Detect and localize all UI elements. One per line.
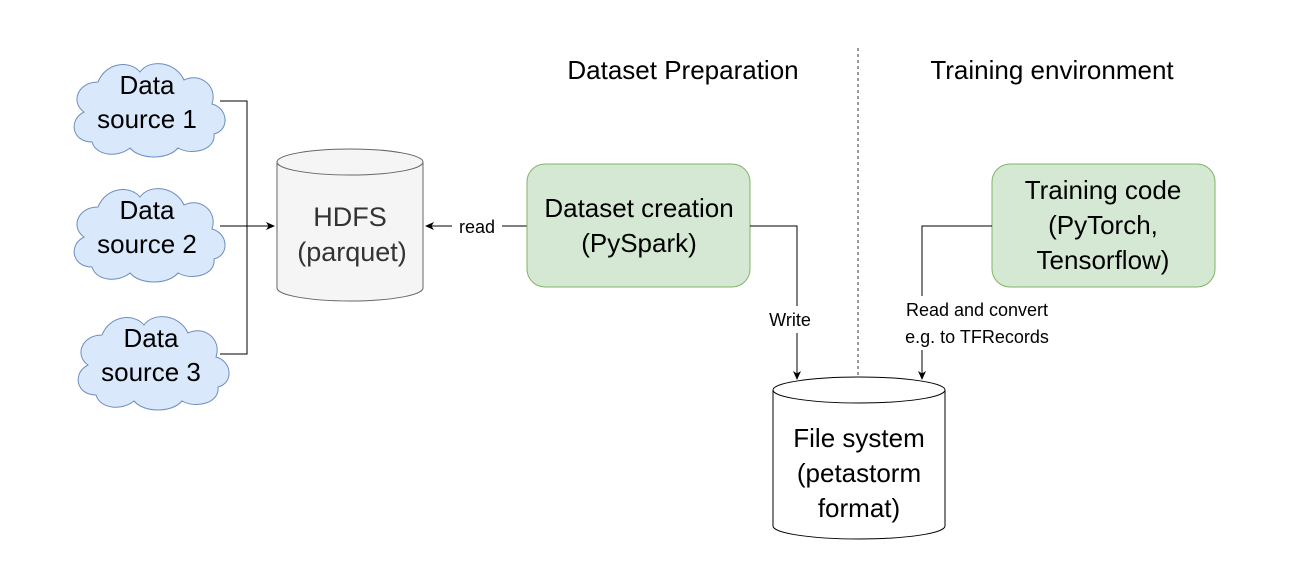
data-source-3[interactable]: Data source 3 — [77, 316, 230, 411]
file-system-line3: format) — [818, 493, 900, 523]
dataset-creation-box[interactable]: Dataset creation (PySpark) — [526, 163, 751, 288]
training-code-line3: Tensorflow) — [1037, 245, 1170, 275]
data-source-2[interactable]: Data source 2 — [73, 188, 226, 283]
cylinder-body — [276, 162, 424, 302]
cylinder-top — [276, 148, 424, 176]
section-title-preparation: Dataset Preparation — [567, 55, 798, 85]
data-source-3-line2: source 3 — [101, 357, 201, 387]
data-source-1-line2: source 1 — [97, 104, 197, 134]
training-code-line2: (PyTorch, — [1048, 210, 1158, 240]
cloud-icon — [73, 63, 226, 158]
cylinder-top — [772, 376, 946, 404]
dataset-creation-line2: (PySpark) — [581, 228, 697, 258]
section-title-training: Training environment — [930, 55, 1174, 85]
file-system-cylinder[interactable]: File system (petastorm format) — [772, 376, 946, 540]
hdfs-line2: (parquet) — [297, 237, 407, 267]
hdfs-cylinder[interactable]: HDFS (parquet) — [276, 148, 424, 302]
read-convert-edge: Read and convert e.g. to TFRecords — [905, 225, 1049, 380]
read-label: read — [459, 217, 495, 237]
read-convert-label-2: e.g. to TFRecords — [905, 327, 1049, 347]
write-edge: Write — [750, 225, 811, 380]
training-code-line1: Training code — [1025, 175, 1182, 205]
dataset-creation-line1: Dataset creation — [544, 193, 733, 223]
read-convert-label-1: Read and convert — [906, 300, 1048, 320]
data-source-1-line1: Data — [120, 70, 175, 100]
read-edge: read — [425, 217, 527, 237]
file-system-line1: File system — [793, 423, 924, 453]
data-source-3-line1: Data — [124, 323, 179, 353]
data-source-1[interactable]: Data source 1 — [73, 63, 226, 158]
data-source-2-line1: Data — [120, 195, 175, 225]
sources-to-hdfs-connector — [220, 100, 275, 355]
hdfs-line1: HDFS — [313, 202, 387, 232]
cylinder-body — [772, 390, 946, 540]
box-shape — [526, 163, 751, 288]
cloud-icon — [77, 316, 230, 411]
write-label: Write — [769, 310, 811, 330]
cloud-icon — [73, 188, 226, 283]
data-source-2-line2: source 2 — [97, 229, 197, 259]
file-system-line2: (petastorm — [797, 458, 921, 488]
training-code-box[interactable]: Training code (PyTorch, Tensorflow) — [991, 163, 1216, 288]
